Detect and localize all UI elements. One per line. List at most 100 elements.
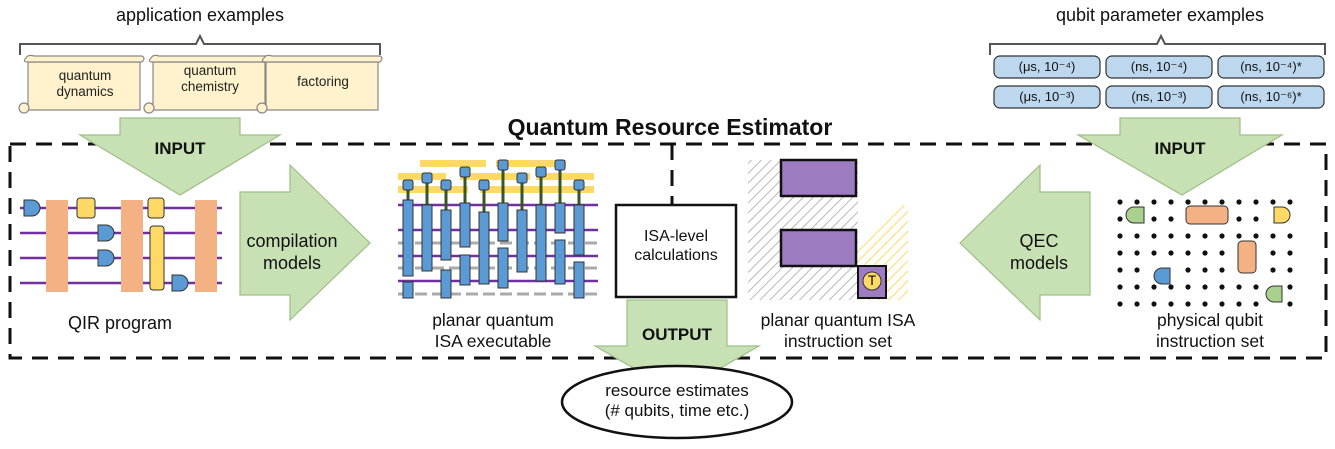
brace-left [19, 33, 381, 55]
qubit-dot [1134, 199, 1140, 205]
diagram-title: Quantum Resource Estimator [507, 114, 833, 140]
qubit-dot [1236, 199, 1242, 205]
qubit-dot [1202, 199, 1208, 205]
param-boxes [993, 55, 1325, 109]
qubit-dot [1134, 233, 1140, 239]
scroll-label-factoring: factoring [297, 74, 349, 89]
qubit-dot [1117, 284, 1123, 290]
qubit-parameter-examples-heading: qubit parameter examples [1055, 5, 1265, 25]
qubit-dot [1219, 233, 1225, 239]
qubit-dot [1253, 199, 1259, 205]
resource-estimates-ellipse [560, 364, 794, 440]
input-label-right: INPUT [1154, 139, 1206, 158]
input-arrow-right [1075, 117, 1285, 196]
qubit-dot [1202, 233, 1208, 239]
qubit-dot [1236, 284, 1242, 290]
qubit-dot [1151, 199, 1157, 205]
scroll-label-quantum-chemistry: quantum chemistry [181, 63, 239, 95]
qubit-dot [1253, 233, 1259, 239]
qubit-dot [1287, 267, 1293, 273]
qubit-dot [1168, 233, 1174, 239]
qubit-dot [1117, 199, 1123, 205]
application-examples-heading: application examples [115, 5, 285, 25]
qubit-dot [1287, 199, 1293, 205]
input-label-left: INPUT [154, 139, 206, 158]
qubit-dot [1253, 216, 1259, 222]
scroll-factoring [256, 54, 383, 114]
qec-arrow [959, 163, 1091, 322]
qubit-dot [1287, 233, 1293, 239]
qubit-dot [1117, 250, 1123, 256]
qubit-dot [1270, 233, 1276, 239]
qubit-dot [1219, 199, 1225, 205]
output-label: OUTPUT [642, 325, 712, 344]
qubit-dot [1185, 267, 1191, 273]
qubit-dot [1185, 301, 1191, 307]
planar-isa-executable [398, 159, 598, 299]
qubit-dot [1168, 301, 1174, 307]
qubit-dot [1270, 199, 1276, 205]
qir-program-label: QIR program [67, 313, 173, 333]
input-arrow-left [77, 117, 283, 196]
physical-qubit-gates [1125, 205, 1291, 303]
qubit-dot [1168, 199, 1174, 205]
qubit-dot [1253, 301, 1259, 307]
qubit-dot [1219, 250, 1225, 256]
qubit-dot [1117, 267, 1123, 273]
qubit-dot [1168, 216, 1174, 222]
qubit-dot [1151, 216, 1157, 222]
param-3: (μs, 10⁻³) [1019, 89, 1075, 104]
qubit-dot [1117, 216, 1123, 222]
qubit-dot [1117, 233, 1123, 239]
qubit-dot [1236, 301, 1242, 307]
qubit-dot [1151, 250, 1157, 256]
physical-qubit-grid [1117, 199, 1293, 307]
qubit-dot [1202, 250, 1208, 256]
qubit-dot [1134, 250, 1140, 256]
param-5: (ns, 10⁻⁶)* [1240, 89, 1302, 104]
qubit-dot [1117, 301, 1123, 307]
qubit-dot [1202, 301, 1208, 307]
qec-models-label: QEC models [1009, 231, 1069, 273]
qubit-dot [1270, 250, 1276, 256]
qubit-dot [1287, 250, 1293, 256]
param-1: (ns, 10⁻⁴) [1130, 59, 1188, 74]
qubit-dot [1168, 284, 1174, 290]
compilation-arrow [239, 163, 371, 322]
qubit-dot [1134, 284, 1140, 290]
qubit-dot [1202, 284, 1208, 290]
qubit-dot [1236, 216, 1242, 222]
brace-right [989, 33, 1326, 55]
qubit-dot [1287, 284, 1293, 290]
qubit-dot [1185, 284, 1191, 290]
qubit-dot [1134, 267, 1140, 273]
isa-calc-label: ISA-level calculations [634, 228, 718, 265]
qubit-dot [1185, 233, 1191, 239]
qir-circuit [20, 197, 222, 292]
qubit-dot [1219, 267, 1225, 273]
qubit-dot [1151, 301, 1157, 307]
qubit-dot [1287, 301, 1293, 307]
planar-isa-instruction-set-label: planar quantum ISA instruction set [760, 310, 916, 351]
isa-calc-box [614, 203, 738, 299]
t-gate-label: T [867, 272, 877, 288]
qubit-dot [1151, 233, 1157, 239]
param-4: (ns, 10⁻³) [1131, 89, 1187, 104]
compilation-models-label: compilation models [246, 231, 338, 273]
qubit-dot [1185, 199, 1191, 205]
scroll-label-quantum-dynamics: quantum dynamics [56, 68, 114, 100]
qubit-dot [1168, 250, 1174, 256]
param-0: (μs, 10⁻⁴) [1018, 59, 1076, 74]
resource-estimates-label: resource estimates (# qubits, time etc.) [604, 381, 750, 421]
qubit-dot [1151, 284, 1157, 290]
physical-qubit-instruction-set-label: physical qubit instruction set [1156, 310, 1264, 351]
qubit-dot [1236, 233, 1242, 239]
qubit-dot [1202, 267, 1208, 273]
qubit-dot [1253, 284, 1259, 290]
qubit-dot [1134, 301, 1140, 307]
qubit-dot [1219, 301, 1225, 307]
qubit-dot [1270, 267, 1276, 273]
planar-isa-instruction-set [748, 158, 908, 300]
param-2: (ns, 10⁻⁴)* [1240, 59, 1302, 74]
